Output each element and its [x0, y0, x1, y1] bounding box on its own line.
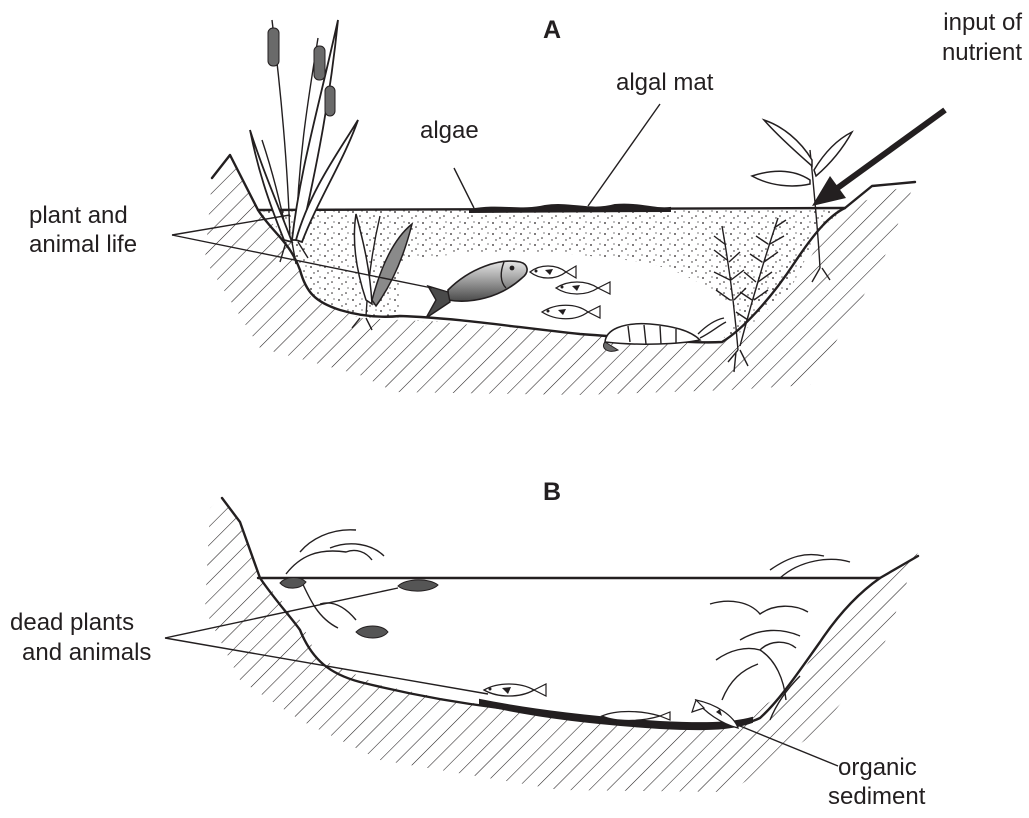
- label-dead-plants: dead plants: [10, 609, 134, 636]
- label-nutrient: nutrient: [942, 39, 1022, 66]
- label-input-of: input of: [943, 9, 1022, 36]
- pond-a-title: A: [543, 16, 561, 44]
- label-and-animals: and animals: [22, 639, 151, 666]
- pond-b: B dead plants and animals organic sedime…: [10, 478, 926, 810]
- algal-mat: [470, 205, 670, 212]
- label-organic: organic: [838, 754, 917, 781]
- label-algae: algae: [420, 117, 479, 144]
- label-algal-mat: algal mat: [616, 69, 714, 96]
- dead-matter-3: [356, 626, 388, 638]
- dead-fish-2: [602, 712, 670, 721]
- dead-fish-1: [484, 684, 546, 696]
- label-sediment: sediment: [828, 783, 926, 810]
- dead-matter-2: [398, 580, 438, 591]
- pond-a: A algal mat input of nutrient algae plan…: [29, 9, 1022, 395]
- pond-b-title: B: [543, 478, 561, 506]
- label-plant-and: plant and: [29, 202, 128, 229]
- label-animal-life: animal life: [29, 231, 137, 258]
